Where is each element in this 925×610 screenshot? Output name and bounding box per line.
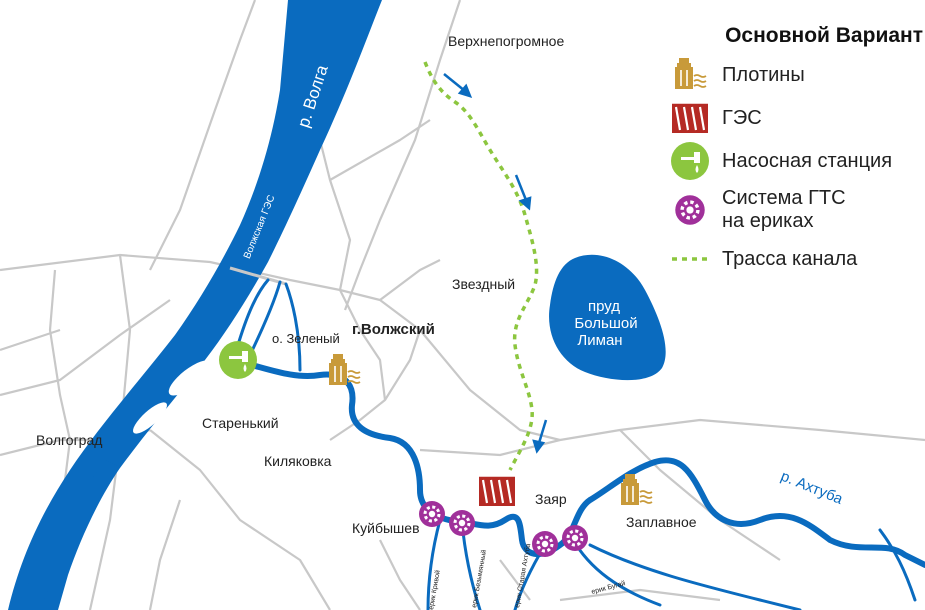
pond-name-line3: Лиман: [577, 332, 622, 349]
legend-label-line1: Система ГТС: [722, 187, 846, 209]
road: [149, 429, 331, 610]
akhtuba-river: [227, 278, 925, 610]
island: [132, 402, 168, 434]
road: [419, 418, 925, 457]
legend-label: Плотины: [722, 63, 805, 86]
road: [559, 588, 721, 602]
pump-station-icon: [668, 142, 712, 180]
gts-gear-icon: [668, 193, 712, 227]
flow-arrow: [443, 73, 466, 92]
road: [379, 259, 441, 301]
legend-title: Основной Вариант: [725, 24, 923, 47]
legend-item-pump-station: Насосная станция: [668, 142, 923, 180]
road: [148, 499, 182, 610]
legend: Основной Вариант Плотины ГЭС Насосная ст…: [668, 24, 923, 285]
place-kilyakovka: Киляковка: [264, 453, 332, 469]
place-stareny: Старенький: [202, 415, 279, 431]
road: [619, 429, 781, 561]
road: [343, 0, 462, 311]
place-zayar: Заяр: [535, 491, 567, 507]
flow-arrow: [537, 419, 548, 444]
flow-arrow-head: [457, 83, 473, 98]
flow-arrow-head: [532, 439, 546, 454]
island: [168, 360, 212, 396]
gts-gear-icon[interactable]: [560, 523, 590, 553]
legend-item-canal: Трасса канала: [668, 242, 923, 276]
road: [329, 119, 431, 181]
road: [149, 0, 257, 271]
place-volzhsky: г.Волжский: [352, 321, 435, 338]
volzhskaya-ges-dam: [229, 266, 287, 286]
legend-label: Система ГТС на ериках: [722, 187, 846, 233]
legend-label: ГЭС: [722, 106, 762, 129]
legend-item-ges: ГЭС: [668, 101, 923, 135]
place-volgograd: Волгоград: [36, 432, 102, 448]
pond-name-line1: пруд: [588, 298, 620, 315]
place-kuibyshev: Куйбышев: [352, 520, 420, 536]
flow-arrow: [514, 174, 528, 201]
place-zvezdny: Звездный: [452, 276, 515, 292]
place-zaplavnoe: Заплавное: [626, 514, 697, 530]
pump-station-icon[interactable]: [219, 341, 257, 379]
road: [379, 539, 421, 610]
dam-icon: [668, 58, 712, 92]
dam-icon[interactable]: [620, 473, 653, 506]
gts-gear-icon[interactable]: [530, 529, 560, 559]
river-akhtuba-label: р. Ахтуба: [778, 468, 846, 508]
canal-route-icon: [668, 242, 712, 276]
gts-gear-icon[interactable]: [417, 499, 447, 529]
legend-label: Насосная станция: [722, 149, 893, 172]
place-verkhnepogromnoe: Верхнепогромное: [448, 33, 564, 49]
pond-name-line2: Большой: [574, 315, 637, 332]
road: [339, 289, 387, 401]
gts-gear-icon[interactable]: [447, 508, 477, 538]
volga-river: [8, 0, 382, 610]
road: [0, 253, 561, 442]
road: [0, 299, 171, 397]
road: [0, 328, 61, 352]
place-ostrov-zeleny: о. Зеленый: [272, 331, 340, 346]
pond-bolshoy-liman: [549, 254, 666, 381]
legend-item-gts: Система ГТС на ериках: [668, 187, 923, 233]
legend-item-dams: Плотины: [668, 58, 923, 92]
road: [499, 559, 531, 601]
flow-arrows: [443, 73, 548, 454]
canal-route: [423, 61, 539, 471]
dam-icon[interactable]: [328, 353, 361, 386]
legend-label: Трасса канала: [722, 247, 858, 270]
ges-icon: [668, 101, 712, 135]
flow-arrow-head: [518, 196, 532, 211]
legend-label-line2: на ериках: [722, 210, 814, 232]
ges-icon[interactable]: [477, 474, 517, 508]
